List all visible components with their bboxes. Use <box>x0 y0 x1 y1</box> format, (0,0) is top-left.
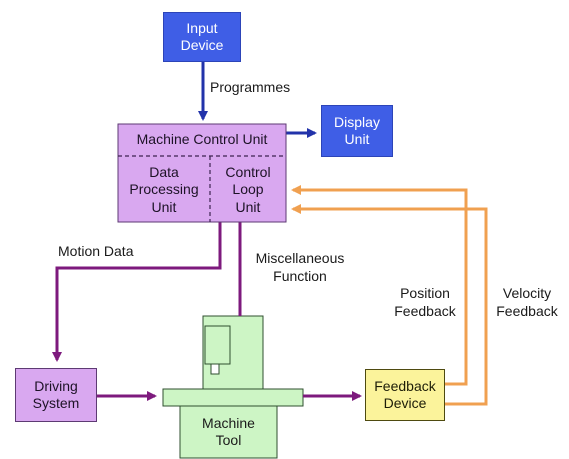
feedback-device-box: Feedback Device <box>365 369 445 421</box>
machine-tool-drawing <box>162 315 304 459</box>
position-feedback-line <box>291 185 468 386</box>
machine-control-unit-outline <box>117 123 287 223</box>
label-velocity-feedback: Velocity Feedback <box>496 285 558 319</box>
velocity-feedback-line <box>291 204 488 406</box>
label-position-feedback: Position Feedback <box>394 285 456 319</box>
data-processing-unit: Data Processing Unit <box>129 163 199 215</box>
machine-tool-label: Machine Tool <box>202 414 255 449</box>
input-device-box: Input Device <box>163 12 241 62</box>
display-unit-box: Display Unit <box>321 105 393 157</box>
label-programmes: Programmes <box>210 79 291 95</box>
motion-data-line <box>52 222 222 362</box>
control-loop-unit: Control Loop Unit <box>225 163 271 215</box>
label-miscellaneous-function: Miscellaneous Function <box>255 250 345 284</box>
label-motion-data: Motion Data <box>58 243 134 259</box>
machine-control-unit-title: Machine Control Unit <box>136 130 268 147</box>
driving-system-box: Driving System <box>15 368 97 422</box>
